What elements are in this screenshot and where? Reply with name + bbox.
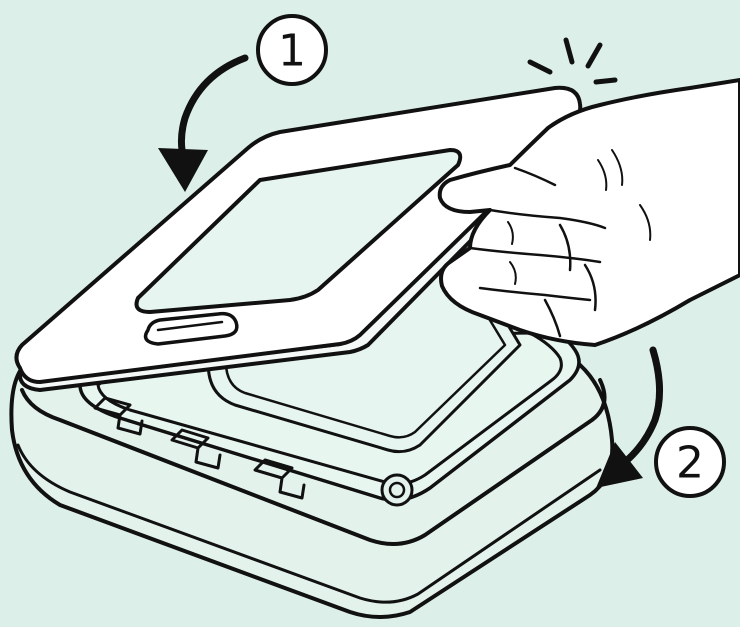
curved-arrow-icon: [181, 58, 245, 150]
burst-line: [530, 62, 550, 72]
step-2-number: 2: [676, 438, 704, 489]
screw-hole-inner: [390, 483, 404, 497]
arrowhead: [158, 148, 208, 192]
burst-line: [566, 40, 572, 62]
burst-line: [596, 80, 615, 82]
burst-line: [588, 45, 600, 66]
step-2-arrow: 2: [596, 350, 724, 496]
click-burst-icon: [530, 40, 615, 82]
curved-arrow-icon: [625, 350, 660, 462]
step-1-number: 1: [278, 26, 306, 77]
